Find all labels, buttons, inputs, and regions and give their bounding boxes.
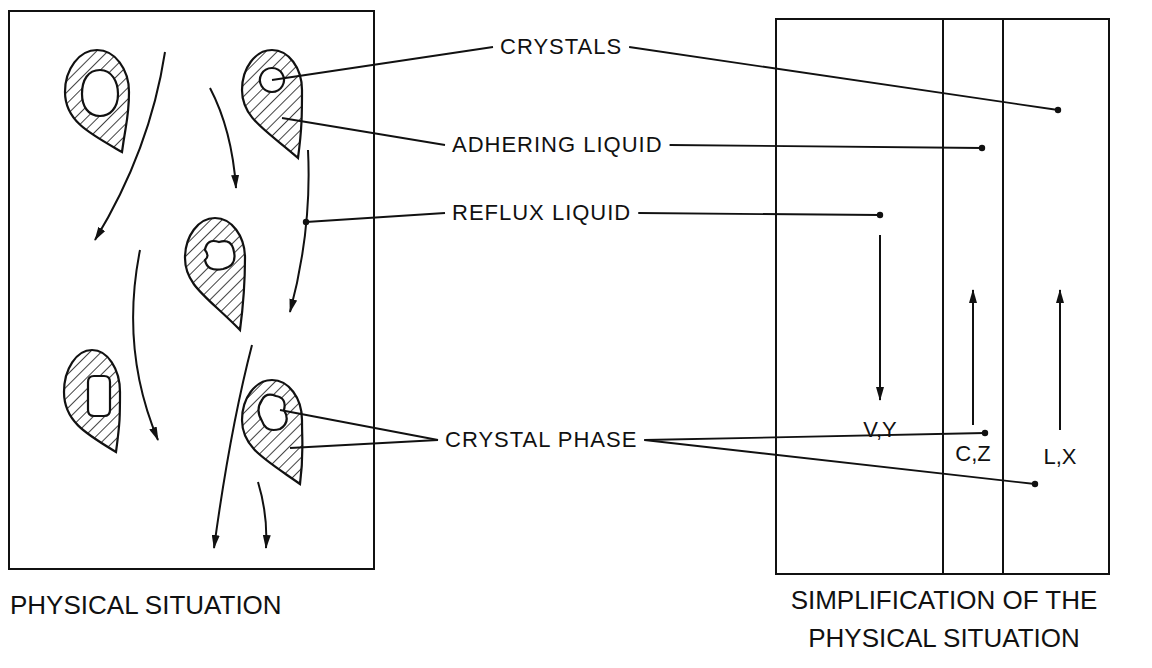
droplet-outline — [242, 380, 303, 484]
leader-line — [644, 433, 985, 440]
leader-dot — [982, 430, 988, 436]
callout-label: CRYSTAL PHASE — [445, 427, 637, 453]
droplet-outline — [185, 218, 245, 330]
callout-label: CRYSTALS — [500, 34, 622, 60]
panel: PHYSICAL SITUATION — [8, 10, 375, 570]
leader-dot — [303, 219, 309, 225]
column-band: V,Y — [777, 20, 942, 573]
leader-line — [306, 213, 445, 222]
leader-dot — [877, 212, 883, 218]
flow-arrow — [133, 250, 158, 440]
droplet-outline — [242, 50, 302, 158]
column-band: L,X — [1004, 20, 1108, 573]
crystal — [259, 395, 287, 430]
leader-line — [272, 47, 493, 80]
callout-label: REFLUX LIQUID — [452, 200, 631, 226]
leader-line — [644, 440, 1035, 484]
crystal — [88, 376, 110, 416]
leader-line — [282, 118, 445, 145]
crystal — [82, 70, 118, 116]
droplet-outline — [64, 350, 120, 452]
flow-label: L,X — [1043, 444, 1076, 470]
flow-label: V,Y — [863, 417, 896, 443]
leader-line — [638, 213, 880, 215]
flow-arrow — [95, 52, 165, 240]
panel-title: SIMPLIFICATION OF THE PHYSICAL SITUATION — [749, 581, 1139, 657]
callout-label: ADHERING LIQUID — [452, 132, 663, 158]
leader-dot — [979, 145, 985, 151]
column-band: C,Z — [942, 20, 1004, 573]
droplet — [242, 50, 302, 158]
flow-label: C,Z — [955, 441, 990, 467]
flow-arrow — [214, 345, 252, 548]
leader-line — [280, 410, 438, 440]
leader-dot — [1055, 107, 1061, 113]
leader-line — [670, 145, 982, 148]
flow-arrow — [290, 150, 309, 312]
crystal — [205, 241, 235, 270]
droplet-outline — [65, 50, 129, 152]
crystal — [260, 68, 284, 92]
droplet — [185, 218, 245, 330]
panel-title: PHYSICAL SITUATION — [10, 590, 282, 620]
flow-arrow — [258, 482, 266, 548]
flow-arrow — [879, 235, 881, 400]
leader-line — [290, 440, 438, 448]
leader-line — [629, 47, 1058, 110]
flow-arrow — [210, 88, 236, 188]
leader-dot — [1032, 481, 1038, 487]
panel: SIMPLIFICATION OF THE PHYSICAL SITUATION… — [775, 18, 1110, 575]
droplet — [242, 380, 303, 484]
droplet — [65, 50, 129, 152]
flow-arrow — [972, 290, 974, 425]
flow-arrow — [1059, 290, 1061, 430]
droplet — [64, 350, 120, 452]
